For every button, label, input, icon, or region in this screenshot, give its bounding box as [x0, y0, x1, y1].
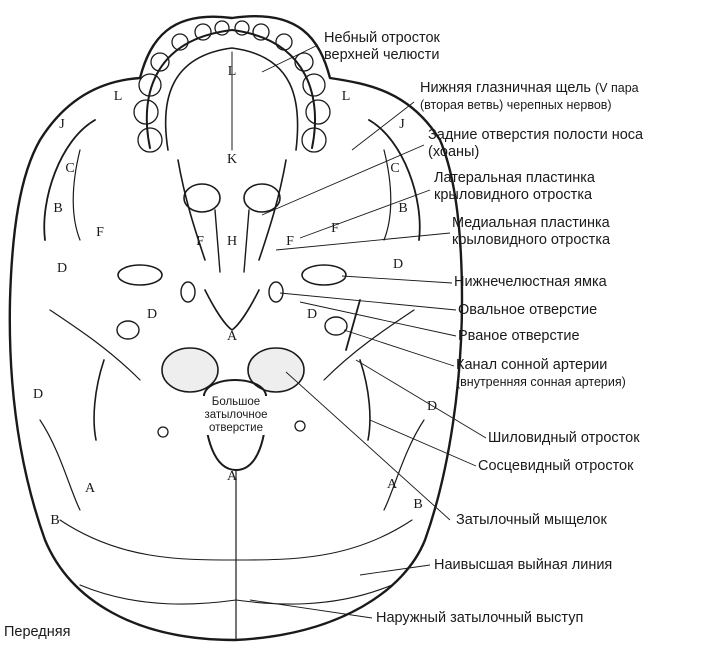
bone-letter-a: A — [227, 329, 238, 344]
bone-letter-d: D — [393, 257, 403, 272]
bone-letter-c: C — [390, 161, 399, 176]
bone-letter-f: F — [196, 234, 204, 249]
leader-lateral-plate — [300, 190, 430, 238]
label-lateral-plate: Латеральная пластинка крыловидного отрос… — [434, 170, 595, 204]
bone-letter-c: C — [65, 161, 74, 176]
bone-letter-f: F — [286, 234, 294, 249]
label-foramen-magnum: Большое затылочное отверстие — [193, 396, 279, 435]
bone-letter-l: L — [228, 64, 237, 79]
label-external-protuberance: Наружный затылочный выступ — [376, 610, 583, 627]
bone-letter-b: B — [53, 201, 62, 216]
bone-letter-a: A — [227, 469, 238, 484]
bone-letter-a: A — [85, 481, 96, 496]
leader-medial-plate — [276, 233, 450, 250]
bone-letter-j: J — [399, 117, 405, 132]
label-choanae: Задние отверстия полости носа (хоаны) — [428, 127, 643, 161]
leader-mandibular-fossa — [342, 276, 452, 283]
label-orientation: Передняя — [4, 624, 70, 641]
bone-letter-b: B — [398, 201, 407, 216]
bone-letter-f: F — [96, 225, 104, 240]
leader-highest-nuchal-line — [360, 565, 430, 575]
bone-letter-d: D — [57, 261, 67, 276]
bone-letter-d: D — [147, 307, 157, 322]
label-foramen-ovale: Овальное отверстие — [458, 302, 597, 319]
bone-letter-k: K — [227, 152, 237, 167]
bone-letter-l: L — [114, 89, 123, 104]
leader-palatine-process — [262, 45, 318, 72]
label-carotid-canal: Канал сонной артерии (внутренняя сонная … — [456, 357, 626, 391]
bone-letter-d: D — [427, 399, 437, 414]
label-highest-nuchal-line: Наивысшая выйная линия — [434, 557, 612, 574]
bone-letter-d: D — [307, 307, 317, 322]
bone-letter-b: B — [50, 513, 59, 528]
bone-letter-f: F — [331, 221, 339, 236]
bone-letter-h: H — [227, 234, 237, 249]
label-palatine-process: Небный отросток верхней челюсти — [324, 30, 440, 64]
label-foramen-lacerum: Рваное отверстие — [458, 328, 580, 345]
bone-letter-a: A — [387, 477, 398, 492]
label-styloid-process: Шиловидный отросток — [488, 430, 640, 447]
leader-mastoid-process — [370, 420, 476, 466]
label-medial-plate: Медиальная пластинка крыловидного отрост… — [452, 215, 610, 249]
bone-letter-d: D — [33, 387, 43, 402]
bone-letter-b: B — [413, 497, 422, 512]
label-occipital-condyle: Затылочный мыщелок — [456, 512, 607, 529]
label-inferior-orbital-fissure: Нижняя глазничная щель (V пара (вторая в… — [420, 80, 639, 114]
leader-foramen-lacerum — [300, 302, 456, 336]
label-mandibular-fossa: Нижнечелюстная ямка — [454, 274, 607, 291]
bone-letter-j: J — [59, 117, 65, 132]
bone-letter-l: L — [342, 89, 351, 104]
label-mastoid-process: Сосцевидный отросток — [478, 458, 633, 475]
